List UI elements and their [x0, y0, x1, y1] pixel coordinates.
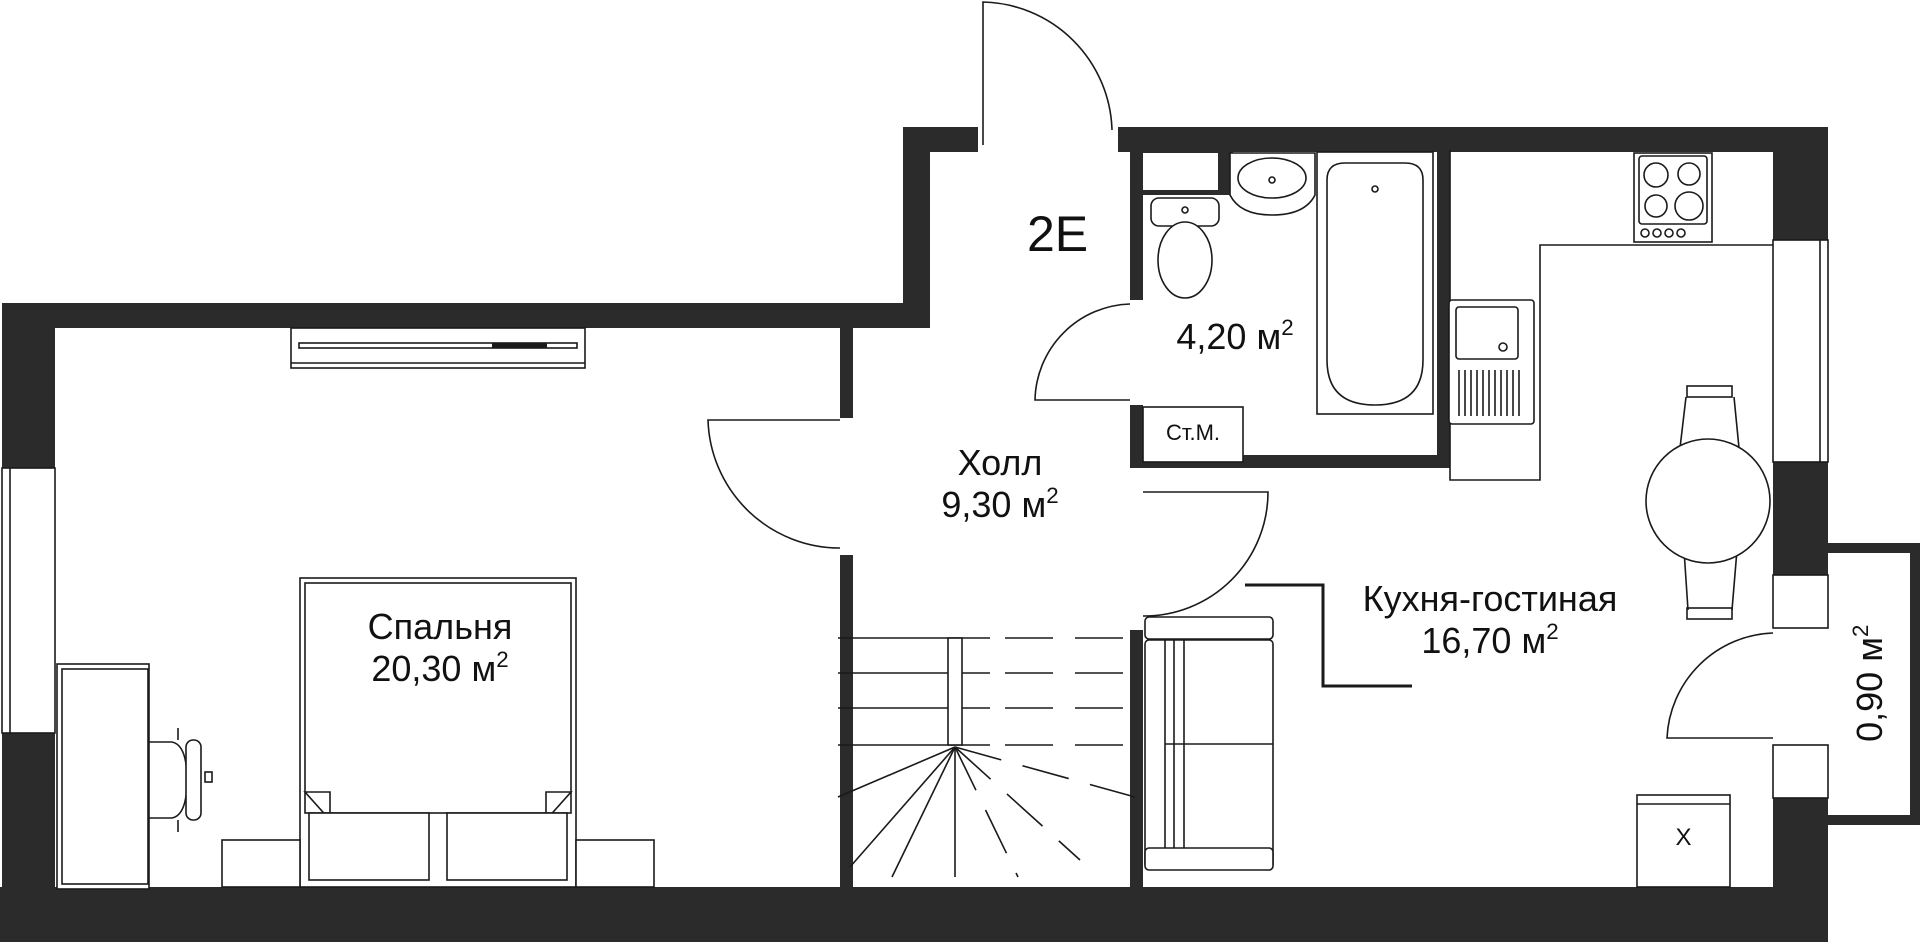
toilet-icon: [1150, 197, 1220, 299]
sink-icon: [1229, 152, 1316, 216]
room-label-hall: Холл 9,30 м2: [900, 442, 1100, 527]
room-name: Кухня-гостиная: [1362, 578, 1618, 619]
room-label-kitchen: Кухня-гостиная 16,70 м2: [1330, 578, 1650, 663]
room-area: 4,20 м2: [1176, 315, 1294, 357]
fridge-label: Х: [1675, 824, 1692, 851]
kitchen-sink-icon: [1448, 299, 1535, 425]
leader-line: [1245, 583, 1412, 688]
doors: [707, 1, 1774, 739]
bathtub-icon: [1316, 151, 1434, 415]
room-label-bedroom: Спальня 20,30 м2: [340, 606, 540, 691]
washing-machine-label: Ст.М.: [1165, 420, 1221, 445]
tv-unit-icon: [290, 327, 586, 369]
desk-icon: [56, 663, 150, 890]
windows: [1, 239, 1829, 799]
room-area: 9,30 м2: [941, 483, 1059, 526]
room-area: 16,70 м2: [1421, 619, 1559, 662]
washing-machine-icon: [1142, 406, 1244, 463]
unit-code: 2E: [1027, 206, 1089, 262]
walls: [0, 127, 1920, 942]
room-label-bathroom: 4,20 м2: [1160, 316, 1310, 358]
room-area: 0,90 м2: [1847, 624, 1890, 742]
stove-icon: [1633, 152, 1713, 243]
sofa-icon: [1144, 616, 1274, 871]
room-name: Холл: [957, 442, 1043, 483]
chair-icon: [148, 728, 213, 832]
fridge-icon: [1636, 794, 1731, 888]
staircase: [837, 637, 1136, 878]
bed-icon: [221, 577, 655, 888]
dining-table-icon: [1645, 385, 1771, 620]
room-label-balcony: 0,90 м2: [1847, 613, 1891, 753]
room-name: Спальня: [367, 606, 513, 647]
room-area: 20,30 м2: [371, 647, 509, 690]
